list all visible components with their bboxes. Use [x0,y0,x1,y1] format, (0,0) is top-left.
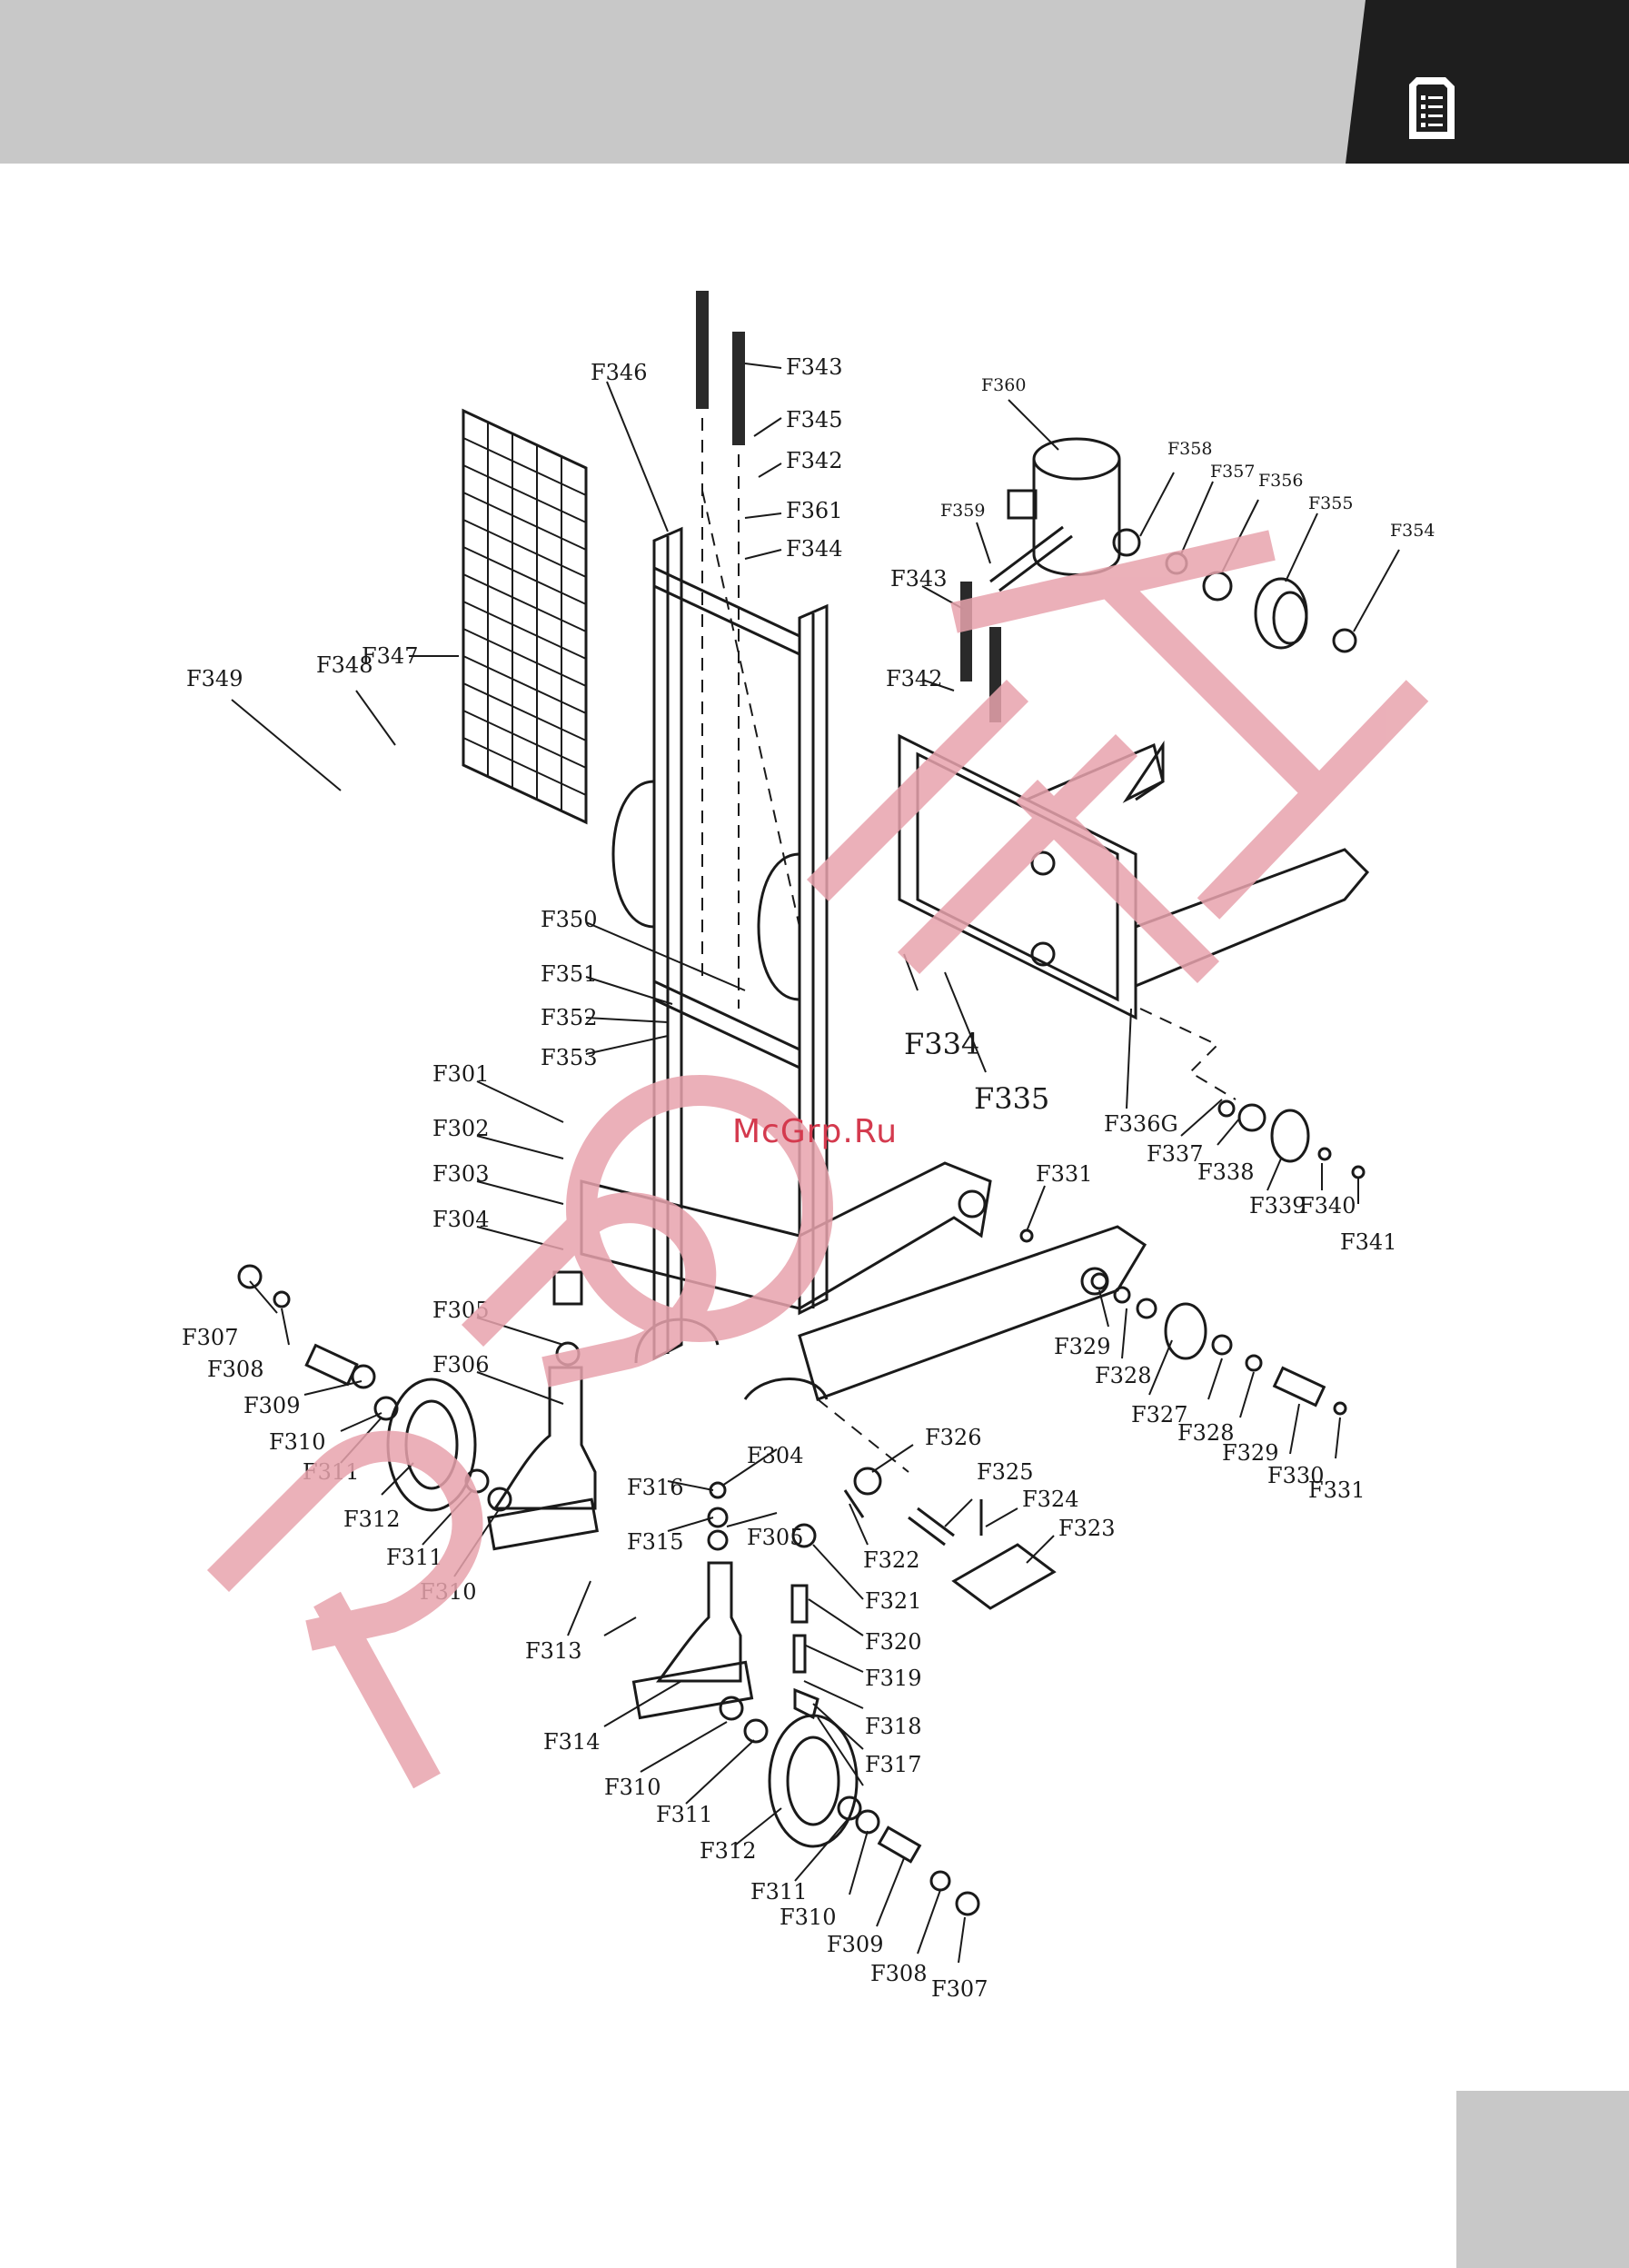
label-F330: F330 [1267,1463,1324,1488]
label-F337: F337 [1147,1141,1203,1167]
label-F341: F341 [1340,1229,1396,1255]
label-F350: F350 [541,907,597,932]
label-F336G: F336G [1104,1111,1178,1137]
label-F360: F360 [981,375,1026,395]
label-F331a: F331 [1036,1161,1092,1187]
label-F311a: F311 [303,1459,359,1485]
right-wheel-assembly [631,1481,980,1916]
label-F321: F321 [865,1588,921,1614]
label-F307b: F307 [931,1976,988,2002]
label-F318: F318 [865,1714,921,1739]
label-F311d: F311 [750,1879,807,1905]
label-F303: F303 [432,1161,489,1187]
label-F329a: F329 [1054,1334,1110,1359]
label-F347: F347 [362,643,418,669]
label-F314: F314 [543,1729,600,1755]
label-F342: F342 [786,448,842,473]
label-F335: F335 [974,1081,1049,1116]
label-F319: F319 [865,1666,921,1691]
label-F311c: F311 [656,1802,712,1827]
label-F305a: F305 [432,1298,489,1323]
label-F327: F327 [1131,1402,1187,1427]
label-F334: F334 [904,1027,979,1061]
label-F358: F358 [1167,439,1212,459]
document-list-icon[interactable] [1407,75,1456,141]
foot-pedal-assembly [790,1398,1057,1720]
label-F346: F346 [591,360,647,385]
label-F307a: F307 [182,1325,238,1350]
label-F312a: F312 [343,1507,400,1532]
label-F345: F345 [786,407,842,433]
label-F310d: F310 [780,1905,836,1930]
label-F349: F349 [186,666,243,691]
label-F359: F359 [940,501,985,521]
label-F329b: F329 [1222,1440,1278,1466]
label-F311b: F311 [386,1545,442,1570]
label-F322: F322 [863,1547,919,1573]
label-F315: F315 [627,1529,683,1555]
label-F328b: F328 [1177,1420,1234,1446]
label-F304b: F304 [747,1443,803,1468]
label-F309a: F309 [243,1393,300,1418]
watermark-site: McGrp.Ru [732,1113,899,1150]
label-F320: F320 [865,1629,921,1655]
mast-frame [580,526,1147,1401]
label-F301: F301 [432,1061,489,1087]
label-F331b: F331 [1308,1477,1365,1503]
page-corner-tab [1456,2091,1629,2268]
label-F353: F353 [541,1045,597,1070]
label-F313: F313 [525,1638,581,1664]
label-F304a: F304 [432,1207,489,1232]
label-F302: F302 [432,1116,489,1141]
label-F356: F356 [1258,471,1303,491]
label-F309b: F309 [827,1932,883,1957]
label-F328a: F328 [1095,1363,1151,1388]
label-F305b: F305 [747,1525,803,1550]
label-F352: F352 [541,1005,597,1030]
label-F348: F348 [316,652,372,678]
part-labels: F343 F345 F342 F361 F344 F346 F360 F359 … [182,354,1435,2002]
label-F325: F325 [977,1459,1033,1485]
label-F343b: F343 [890,566,947,592]
label-F339: F339 [1249,1193,1306,1219]
label-F308a: F308 [207,1357,263,1382]
label-F340: F340 [1299,1193,1356,1219]
label-F306: F306 [432,1352,489,1378]
label-F326: F326 [925,1425,981,1450]
label-F310c: F310 [604,1775,661,1800]
label-F342b: F342 [886,666,942,691]
label-F317: F317 [865,1752,921,1777]
label-F338: F338 [1197,1159,1254,1185]
label-F323: F323 [1058,1516,1115,1541]
label-F344: F344 [786,536,842,562]
label-F308b: F308 [870,1961,927,1986]
label-F316: F316 [627,1475,683,1500]
label-F343: F343 [786,354,842,380]
label-F310b: F310 [420,1579,476,1605]
label-F357: F357 [1210,462,1255,482]
label-F354: F354 [1390,521,1435,541]
header-tab[interactable] [1346,0,1629,164]
label-F351: F351 [541,961,597,987]
label-F361: F361 [786,498,842,523]
label-F324: F324 [1022,1487,1078,1512]
lift-chains [696,291,1001,1009]
label-F310a: F310 [269,1429,325,1455]
label-F355: F355 [1308,493,1353,513]
safety-grid [462,408,588,825]
label-F312b: F312 [700,1838,756,1864]
